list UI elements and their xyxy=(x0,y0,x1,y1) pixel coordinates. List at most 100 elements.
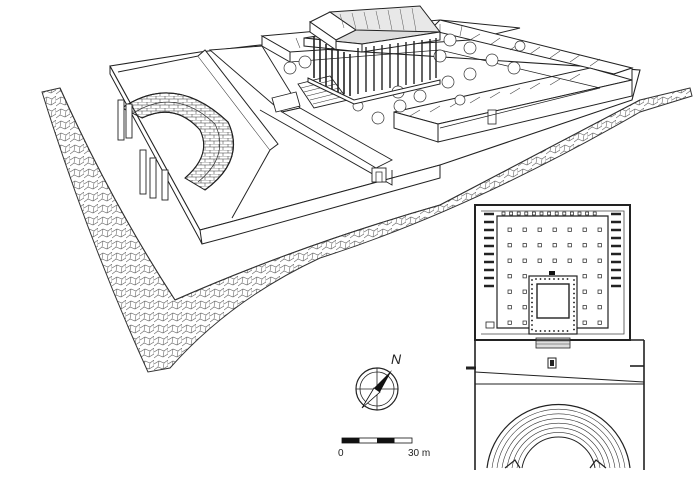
plan-column xyxy=(597,320,602,325)
scale-bar: 0 30 m xyxy=(338,437,430,459)
temple-column-dot xyxy=(573,292,575,295)
sanctuary-platform xyxy=(109,44,641,231)
plan-column xyxy=(552,227,557,232)
plan-column xyxy=(507,274,512,279)
plan-column xyxy=(554,211,559,216)
temple-column-dot xyxy=(531,288,533,290)
temple-column-dot xyxy=(573,301,575,304)
temple-column-dot xyxy=(573,319,575,322)
temple-column-dot xyxy=(573,279,575,281)
plan-column xyxy=(522,289,527,294)
plan-column xyxy=(567,258,572,263)
temple-column-dot xyxy=(562,330,564,332)
temple-column-dot xyxy=(573,328,575,331)
plan-column xyxy=(537,243,542,248)
plan-column xyxy=(597,227,602,232)
plan-column xyxy=(532,211,536,216)
temple-column-dot xyxy=(531,306,533,308)
plan-column xyxy=(597,305,602,310)
plan-column xyxy=(582,243,587,248)
temple-column-dot xyxy=(553,330,555,332)
plan-column xyxy=(567,227,572,232)
scale-end-label: 30 m xyxy=(408,448,430,459)
plan-column xyxy=(585,211,589,216)
plan-column xyxy=(507,320,512,325)
temple xyxy=(303,5,442,105)
plan-theatre xyxy=(486,403,631,469)
plan-column xyxy=(507,258,512,263)
plan-column xyxy=(522,320,527,325)
plan-column xyxy=(582,289,587,294)
plan-column xyxy=(507,227,512,232)
plan-column xyxy=(522,305,527,310)
temple-column-dot xyxy=(566,330,569,332)
temple-column-dot xyxy=(531,310,533,313)
temple-column-dot xyxy=(535,330,537,332)
plan-column xyxy=(507,289,512,294)
scale-start-label: 0 xyxy=(338,448,344,459)
temple-column-dot xyxy=(573,310,575,313)
temple-column-dot xyxy=(557,278,560,280)
north-label: N xyxy=(391,351,402,367)
plan-column xyxy=(509,211,513,216)
plan-column xyxy=(507,305,512,310)
temple-column-dot xyxy=(539,278,542,280)
plan-column xyxy=(537,227,542,232)
plan-column xyxy=(597,258,602,263)
temple-column-dot xyxy=(562,278,564,280)
plan-columns xyxy=(501,211,602,325)
plan-column xyxy=(582,258,587,263)
temple-column-dot xyxy=(531,315,533,317)
plan-column xyxy=(582,305,587,310)
plan-column xyxy=(507,243,512,248)
plan-column xyxy=(547,211,551,216)
temple-column-dot xyxy=(573,297,575,299)
temple-column-dot xyxy=(531,324,533,326)
plan-column xyxy=(552,243,557,248)
plan-column xyxy=(582,227,587,232)
compass-needle xyxy=(374,370,392,392)
plan-column xyxy=(567,243,572,248)
ground-plan xyxy=(466,204,645,470)
plan-column xyxy=(597,274,602,279)
plan-column xyxy=(562,211,567,216)
temple-column-dot xyxy=(573,315,575,317)
temple-column-dot xyxy=(531,328,533,331)
temple-column-dot xyxy=(573,306,575,308)
temple-column-dot xyxy=(539,330,542,332)
temple-column-dot xyxy=(553,278,555,280)
plan-column xyxy=(577,211,582,216)
plan-column xyxy=(537,258,542,263)
theatre-cavea xyxy=(121,92,235,191)
plan-column xyxy=(501,211,506,216)
plan-column xyxy=(524,211,529,216)
plan-column xyxy=(592,211,597,216)
plan-column xyxy=(539,211,544,216)
plan-column xyxy=(552,258,557,263)
plan-column xyxy=(582,274,587,279)
compass: N xyxy=(355,351,402,411)
plan-column xyxy=(597,289,602,294)
temple-column-dot xyxy=(557,330,560,332)
temple-column-dot xyxy=(548,330,551,332)
plan-column xyxy=(522,274,527,279)
plan-column xyxy=(522,227,527,232)
temple-column-dot xyxy=(573,283,575,286)
perspective-view xyxy=(41,5,693,373)
plan-column xyxy=(570,211,574,216)
plan-column xyxy=(522,258,527,263)
temple-column-dot xyxy=(531,283,533,286)
temple-column-dot xyxy=(548,278,551,280)
temple-column-dot xyxy=(544,278,546,280)
temple-column-dot xyxy=(573,288,575,290)
temple-column-dot xyxy=(566,278,569,280)
temple-column-dot xyxy=(573,324,575,326)
plan-column xyxy=(597,243,602,248)
stage-building xyxy=(117,99,169,201)
plan-side-rooms xyxy=(484,212,621,329)
plan-temple xyxy=(528,271,578,369)
plan-column xyxy=(516,211,521,216)
plan-column xyxy=(582,320,587,325)
